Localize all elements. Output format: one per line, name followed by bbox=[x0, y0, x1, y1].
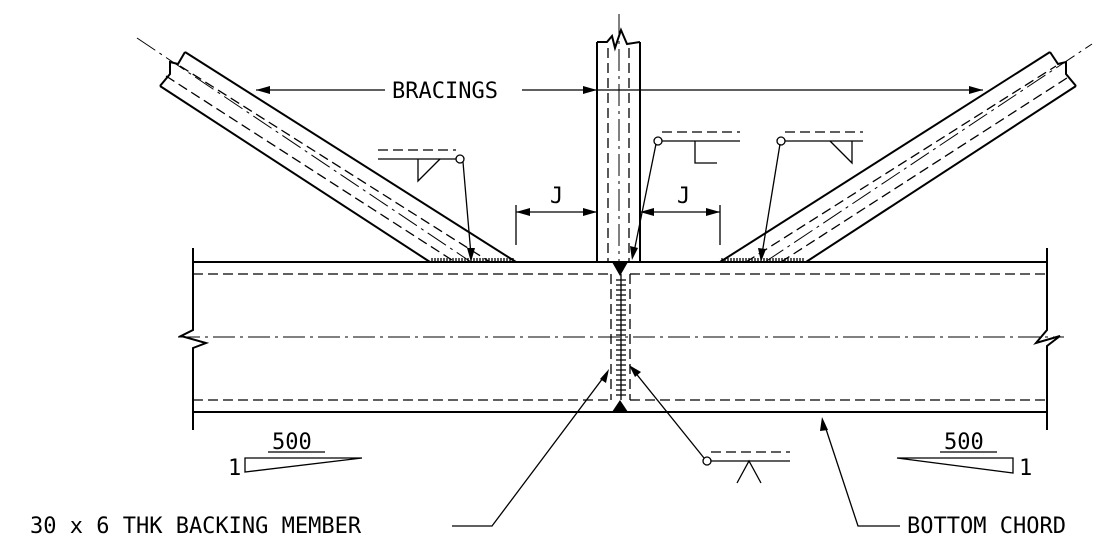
slope-indicator-left: 500 1 bbox=[228, 430, 363, 481]
weld-symbol-butt bbox=[629, 365, 790, 484]
gap-dimension-right: J bbox=[640, 184, 721, 245]
bracings-label: BRACINGS bbox=[392, 79, 498, 104]
gap-dimension-left: J bbox=[515, 184, 597, 245]
slope-left-run: 500 bbox=[272, 430, 312, 455]
gap-label-right: J bbox=[677, 184, 690, 209]
bracings-callout: BRACINGS bbox=[256, 79, 983, 104]
backing-member bbox=[610, 262, 631, 412]
weld-fill-bottom bbox=[612, 400, 628, 412]
bottom-chord-label: BOTTOM CHORD bbox=[907, 514, 1066, 539]
gap-label-left: J bbox=[550, 184, 563, 209]
right-bracing bbox=[719, 43, 1093, 263]
slope-right-rise: 1 bbox=[1019, 456, 1032, 481]
slope-right-run: 500 bbox=[944, 430, 984, 455]
backing-member-callout: 30 x 6 THK BACKING MEMBER bbox=[30, 369, 609, 539]
left-bracing bbox=[136, 37, 517, 263]
bottom-chord-callout: BOTTOM CHORD bbox=[820, 417, 1066, 539]
weld-fill-top bbox=[612, 262, 628, 276]
weld-symbol-right-bracing bbox=[758, 131, 863, 262]
weld-symbol-left-bracing bbox=[378, 149, 475, 262]
weld-symbol-vertical bbox=[630, 131, 740, 260]
slope-left-rise: 1 bbox=[228, 456, 241, 481]
vertical-member bbox=[596, 14, 641, 262]
slope-indicator-right: 500 1 bbox=[896, 430, 1032, 481]
backing-member-label: 30 x 6 THK BACKING MEMBER bbox=[30, 514, 362, 539]
